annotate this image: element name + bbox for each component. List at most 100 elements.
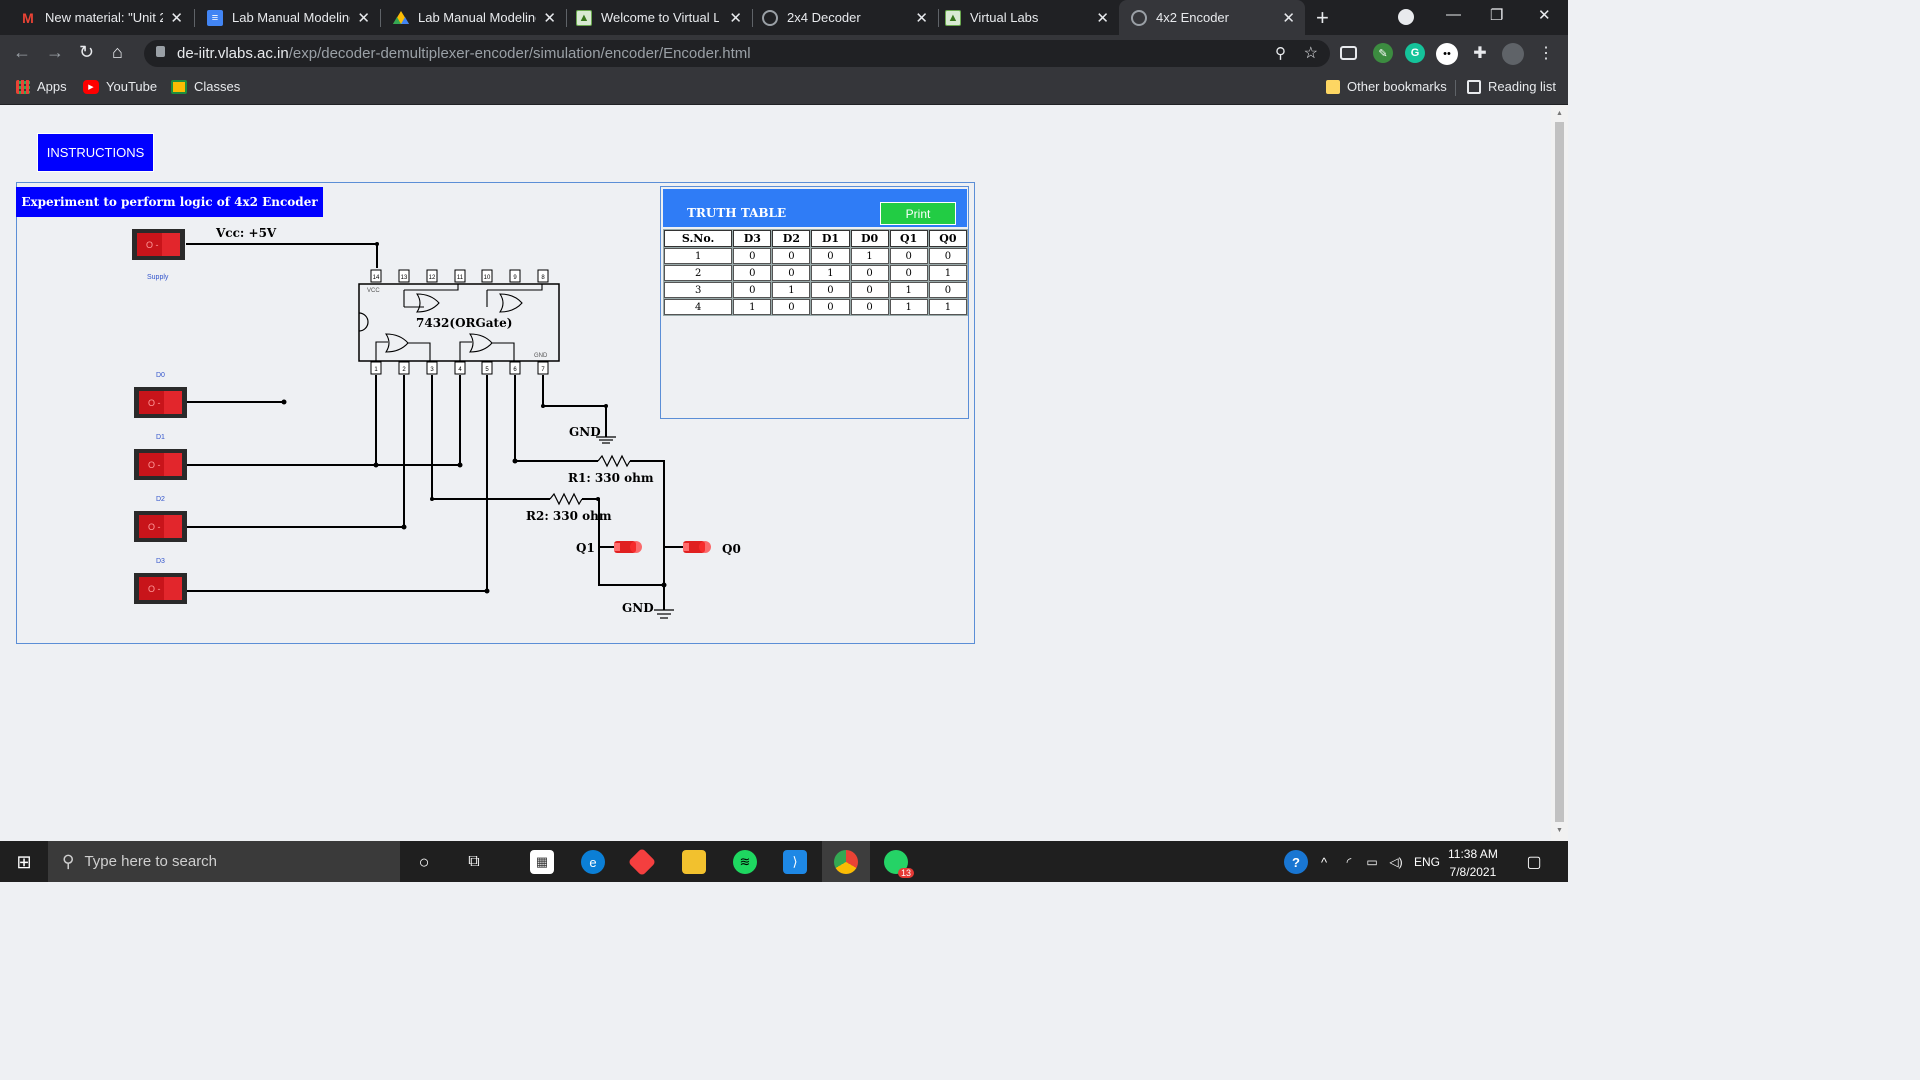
extension-mask-icon[interactable]: ••	[1436, 43, 1458, 65]
ic-pin-number: 9	[513, 275, 517, 281]
ic-pin	[370, 269, 382, 283]
close-tab-icon[interactable]: ✕	[729, 9, 742, 27]
battery-icon[interactable]: ▭	[1366, 855, 1378, 869]
vscode-icon[interactable]: ⟩	[783, 850, 807, 874]
volume-icon[interactable]: ◁)	[1389, 855, 1403, 869]
switch-d3[interactable]: O -	[134, 573, 187, 604]
ic-notch	[358, 312, 369, 332]
windows-start-icon[interactable]: ⊞	[16, 851, 32, 872]
back-icon[interactable]: ←	[13, 42, 31, 62]
truth-table-header-cell: Q1	[889, 230, 928, 247]
scrollbar-thumb[interactable]	[1555, 122, 1564, 822]
tab-virtual-labs[interactable]: ▲ Virtual Labs ✕	[939, 0, 1119, 35]
chrome-taskbar-active[interactable]	[822, 841, 870, 882]
supply-switch[interactable]: O -	[132, 229, 185, 260]
menu-kebab-icon[interactable]: ⋮	[1538, 45, 1554, 62]
led-q1	[614, 541, 642, 553]
ic-pin	[426, 269, 438, 283]
task-view-icon[interactable]: ⧉	[468, 853, 480, 870]
close-window-button[interactable]: ✕	[1538, 7, 1551, 24]
bookmark-apps[interactable]: Apps	[16, 79, 67, 94]
ic-pin-number: 2	[402, 367, 406, 373]
reading-list[interactable]: Reading list	[1467, 79, 1556, 94]
edge-icon[interactable]: e	[581, 850, 605, 874]
notifications-icon[interactable]: ▢	[1526, 854, 1542, 871]
tab-2x4-decoder[interactable]: 2x4 Decoder ✕	[753, 0, 938, 35]
ic-pin-number: 11	[457, 275, 464, 281]
grammarly-icon[interactable]: G	[1405, 43, 1425, 63]
anydesk-icon[interactable]	[627, 847, 657, 877]
whatsapp-icon[interactable]: 13	[884, 850, 914, 878]
taskbar-search[interactable]: ⚲ Type here to search	[48, 841, 400, 882]
truth-table-cell: 1	[850, 248, 889, 264]
r2-label: R2: 330 ohm	[526, 509, 612, 523]
minimize-button[interactable]: —	[1446, 6, 1461, 23]
bookmark-other[interactable]: Other bookmarks	[1326, 79, 1447, 94]
truth-table-header-cell: Q0	[928, 230, 967, 247]
switch-d0[interactable]: O -	[134, 387, 187, 418]
instructions-button[interactable]: INSTRUCTIONS	[37, 133, 154, 172]
truth-table-cell: 1	[928, 265, 967, 281]
bookmark-youtube[interactable]: ▶ YouTube	[83, 79, 157, 94]
truth-table-cell: 0	[772, 248, 811, 264]
help-icon[interactable]: ?	[1284, 850, 1308, 874]
print-button[interactable]: Print	[880, 202, 956, 225]
truth-table-cell: 0	[772, 299, 811, 315]
close-tab-icon[interactable]: ✕	[1096, 9, 1109, 27]
new-tab-button[interactable]: +	[1316, 5, 1329, 30]
truth-table-cell: 3	[664, 282, 733, 298]
tab-gmail[interactable]: M New material: "Unit 2" - G ✕	[8, 0, 193, 35]
switch-d2[interactable]: O -	[134, 511, 187, 542]
close-tab-icon[interactable]: ✕	[357, 9, 370, 27]
ic-pin-number: 7	[541, 367, 545, 373]
tab-strip: M New material: "Unit 2" - G ✕ ≡ Lab Man…	[0, 0, 1568, 35]
close-tab-icon[interactable]: ✕	[543, 9, 556, 27]
ic-7432-body	[358, 283, 560, 362]
address-bar[interactable]: de-iitr.vlabs.ac.in/exp/decoder-demultip…	[144, 40, 1330, 67]
tab-4x2-encoder[interactable]: 4x2 Encoder ✕	[1119, 0, 1305, 35]
cortana-icon[interactable]: ○	[418, 851, 430, 872]
gnd-label-top: GND	[569, 425, 601, 439]
bookmarks-bar: Apps ▶ YouTube Classes Other bookmarks R…	[0, 71, 1568, 105]
tab-welcome-virtual-lab[interactable]: ▲ Welcome to Virtual Lab ✕	[567, 0, 752, 35]
restore-button[interactable]: ❐	[1490, 7, 1504, 24]
store-icon[interactable]: ▦	[530, 850, 554, 874]
reload-icon[interactable]: ↻	[79, 42, 95, 62]
language-indicator[interactable]: ENG	[1413, 855, 1440, 869]
extensions-puzzle-icon[interactable]: ✚	[1473, 45, 1487, 62]
ic-label: 7432(ORGate)	[416, 316, 512, 330]
ic-pin-number: 14	[373, 275, 380, 281]
forward-icon[interactable]: →	[46, 42, 64, 62]
tab-lab-manual-docs[interactable]: ≡ Lab Manual Modeling ✕	[195, 0, 380, 35]
switch-symbol: O -	[146, 240, 159, 250]
cast-icon[interactable]	[1340, 46, 1357, 60]
truth-table-header-cell: D3	[733, 230, 772, 247]
q1-label: Q1	[576, 541, 595, 555]
bookmark-star-icon[interactable]: ☆	[1303, 45, 1318, 62]
file-explorer-icon[interactable]	[682, 850, 706, 874]
search-icon: ⚲	[62, 851, 75, 871]
chevron-up-icon[interactable]: ^	[1320, 854, 1328, 870]
close-tab-icon[interactable]: ✕	[170, 9, 183, 27]
ic-pin	[537, 361, 549, 375]
profile-avatar-icon[interactable]	[1502, 43, 1524, 65]
extension-icon[interactable]: ✎	[1373, 43, 1393, 63]
truth-table-cell: 0	[928, 248, 967, 264]
home-icon[interactable]: ⌂	[112, 42, 123, 62]
zoom-icon[interactable]: ⚲	[1275, 45, 1286, 62]
system-clock[interactable]: 11:38 AM 7/8/2021	[1448, 847, 1498, 879]
vertical-scrollbar[interactable]: ▲ ▼	[1551, 105, 1568, 841]
gmail-icon: M	[22, 9, 34, 26]
ic-pin	[509, 269, 521, 283]
switch-d1[interactable]: O -	[134, 449, 187, 480]
wifi-icon[interactable]: ◜	[1346, 855, 1352, 869]
classroom-icon	[171, 79, 187, 94]
tab-lab-manual-drive[interactable]: Lab Manual Modeling ✕	[381, 0, 566, 35]
close-tab-icon[interactable]: ✕	[915, 9, 928, 27]
close-tab-icon[interactable]: ✕	[1282, 9, 1295, 27]
spotify-icon[interactable]: ≋	[733, 850, 757, 874]
tab-search-icon[interactable]	[1398, 9, 1414, 25]
bookmark-classes[interactable]: Classes	[171, 79, 240, 94]
ic-pin	[370, 361, 382, 375]
